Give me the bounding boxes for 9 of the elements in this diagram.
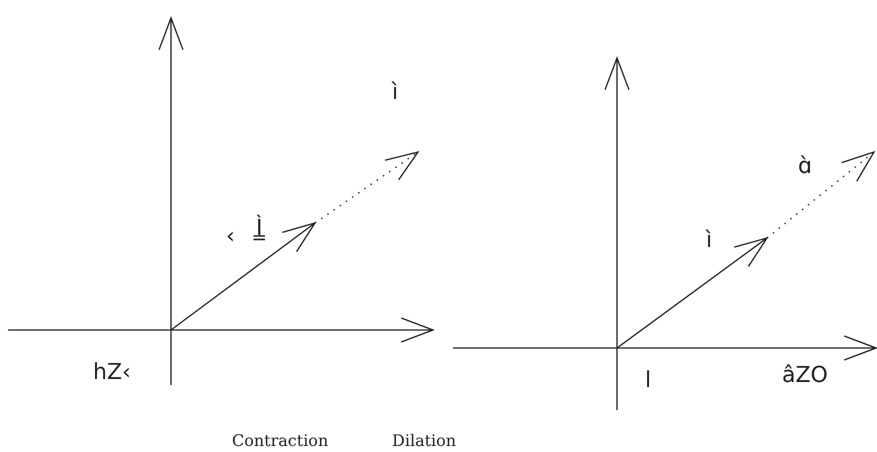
math-label: l (645, 370, 652, 392)
math-label: ì (706, 230, 712, 252)
math-label: ì (392, 82, 398, 104)
panel-caption: Contraction (232, 433, 328, 449)
panel-caption: Dilation (392, 433, 456, 449)
math-label: ‹ (226, 226, 235, 248)
math-label: ɑ̀ (798, 156, 812, 178)
math-label: hZ‹ (93, 362, 131, 384)
math-label: âZO (782, 365, 828, 387)
